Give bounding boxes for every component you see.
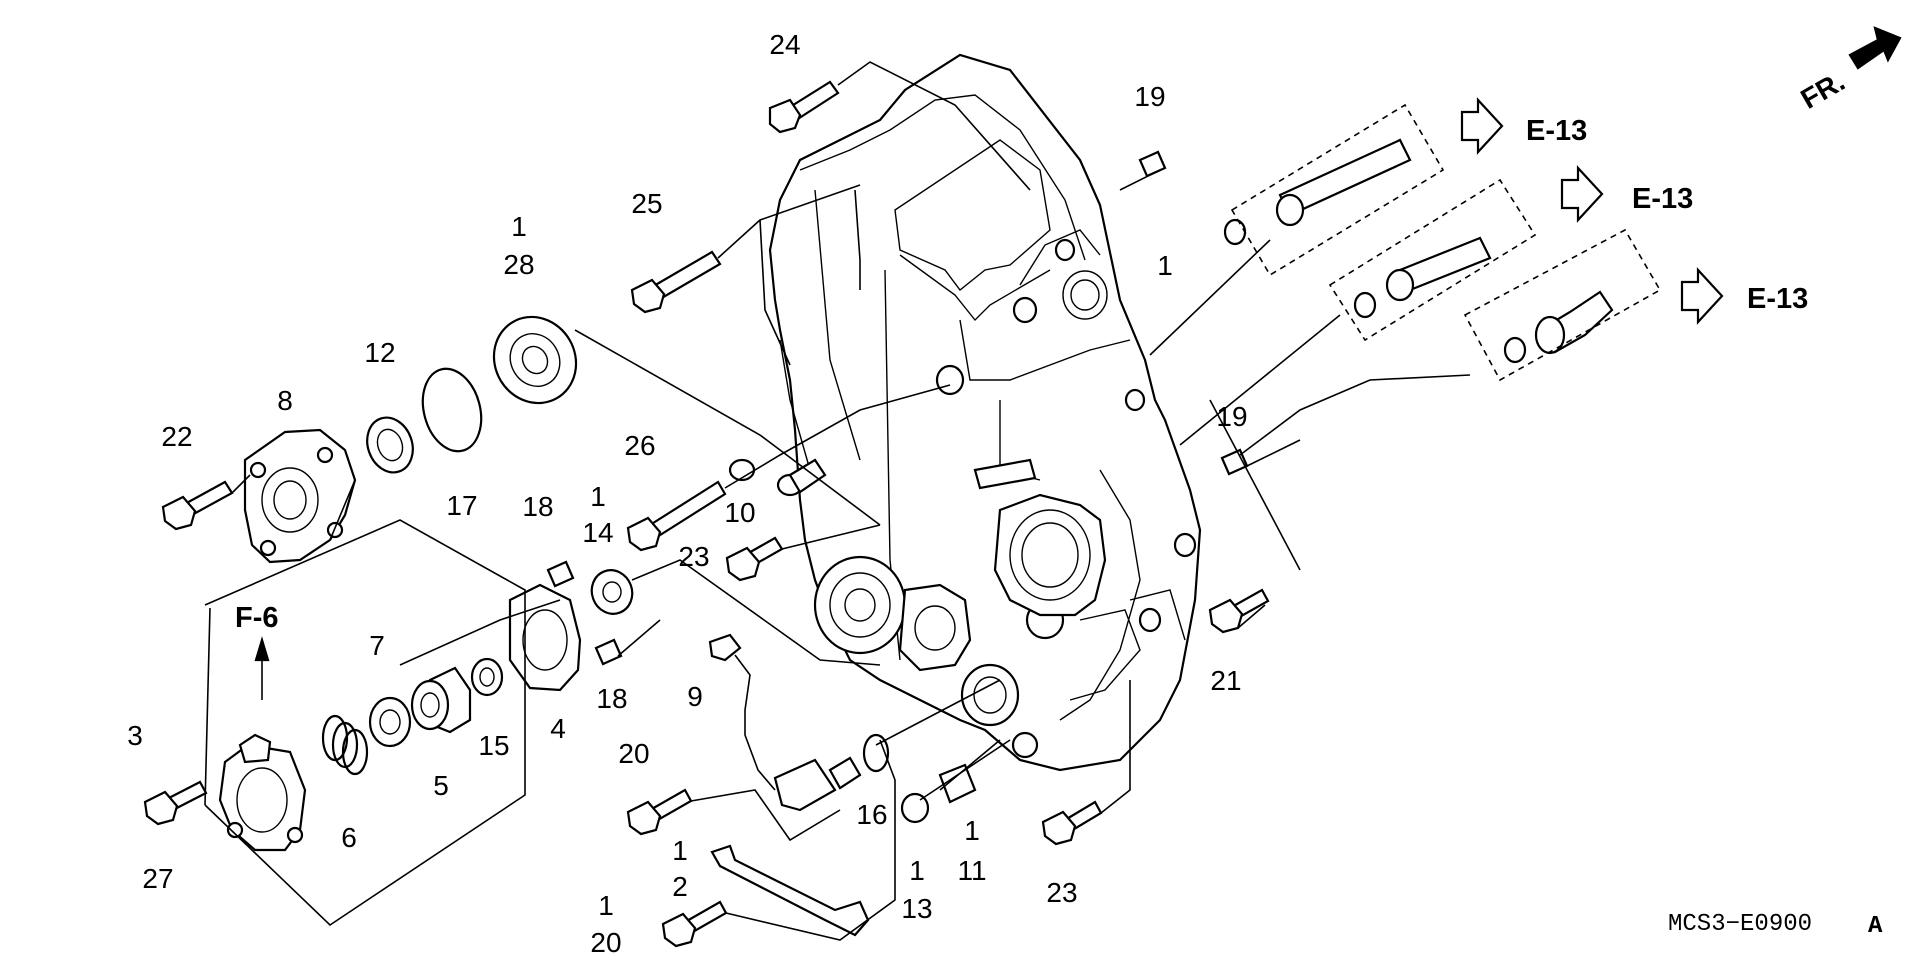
dashed-box-3	[1463, 228, 1662, 382]
part-labels: 24 19 25 1 28 12 8 22 17 26 10 1 14 23 1…	[127, 29, 1247, 958]
label-24: 24	[769, 29, 800, 60]
bolt-23	[725, 536, 784, 582]
dowel-18	[546, 560, 575, 588]
dowel-19	[1138, 150, 1167, 178]
spring-6	[321, 714, 369, 776]
dashed-box-2	[1328, 178, 1537, 342]
bolt-21	[1208, 588, 1270, 634]
label-9: 9	[687, 681, 703, 712]
label-13: 13	[901, 893, 932, 924]
bearing-14	[590, 569, 634, 615]
label-25: 25	[631, 188, 662, 219]
label-6: 6	[341, 822, 357, 853]
ref-e13-1: E-13	[1526, 115, 1587, 147]
bolt-22	[161, 480, 234, 531]
arrow-right-icon	[1460, 97, 1504, 155]
label-21: 21	[1210, 665, 1241, 696]
label-1c: 1	[964, 815, 980, 846]
diagram-code: MCS3−E0900	[1668, 911, 1812, 938]
oring-17	[421, 367, 483, 453]
case-cover	[768, 53, 1202, 772]
leader-lines	[204, 61, 1471, 941]
label-20b: 20	[590, 927, 621, 958]
bracket-2	[710, 844, 870, 937]
label-3: 3	[127, 720, 143, 751]
ref-f6: F-6	[235, 602, 279, 634]
label-17: 17	[446, 490, 477, 521]
label-12: 12	[364, 337, 395, 368]
label-5: 5	[433, 770, 449, 801]
oil-part-c	[1503, 290, 1614, 364]
dowel-18-b	[594, 638, 623, 666]
label-1b: 1	[590, 481, 606, 512]
bearing-28	[492, 315, 578, 405]
label-2: 2	[672, 871, 688, 902]
label-23: 23	[678, 541, 709, 572]
label-1d: 1	[909, 855, 925, 886]
label-4: 4	[550, 713, 566, 744]
label-23b: 23	[1046, 877, 1077, 908]
label-1g: 1	[1157, 250, 1173, 281]
label-18b: 18	[596, 683, 627, 714]
collar-11	[938, 763, 977, 804]
label-11: 11	[957, 855, 986, 886]
front-label: FR.	[1795, 65, 1850, 114]
diagram-code-suffix: A	[1868, 913, 1883, 940]
oil-part-a	[1223, 138, 1412, 246]
label-10: 10	[724, 497, 755, 528]
bolt-20	[626, 788, 693, 836]
cover-3	[218, 733, 307, 852]
bolt-26	[626, 480, 727, 552]
label-28: 28	[503, 249, 534, 280]
label-26: 26	[624, 430, 655, 461]
label-16: 16	[856, 799, 887, 830]
label-1: 1	[511, 211, 527, 242]
front-arrow-icon	[1848, 26, 1902, 70]
seal-12	[366, 416, 414, 474]
label-8: 8	[277, 385, 293, 416]
label-1e: 1	[672, 835, 688, 866]
bolt-25	[630, 250, 722, 314]
seal-15	[470, 657, 504, 697]
label-7: 7	[369, 630, 385, 661]
arrow-right-icon-3	[1680, 267, 1724, 325]
bolt-27	[143, 780, 208, 826]
bolt-23-lower	[1041, 800, 1103, 846]
ref-e13-3: E-13	[1747, 283, 1808, 315]
bolt-24	[768, 80, 840, 134]
label-27: 27	[142, 863, 173, 894]
label-15: 15	[478, 730, 509, 761]
label-18: 18	[522, 491, 553, 522]
label-19: 19	[1134, 81, 1165, 112]
bolt-20-lower	[661, 900, 728, 948]
label-22: 22	[161, 421, 192, 452]
dashed-box-1	[1230, 103, 1445, 277]
gear-7	[368, 696, 412, 748]
label-14: 14	[582, 517, 613, 548]
seal-16	[862, 733, 890, 773]
label-19b: 19	[1216, 401, 1247, 432]
ref-e13-2: E-13	[1632, 183, 1693, 215]
arrow-right-icon-2	[1560, 165, 1604, 223]
washer-13	[900, 792, 930, 824]
rotor-5	[410, 666, 472, 734]
label-1f: 1	[598, 890, 614, 921]
label-20: 20	[618, 738, 649, 769]
gasket-4	[508, 583, 582, 692]
oil-part-b	[1353, 236, 1492, 319]
sensor-9	[708, 633, 862, 812]
housing-8	[243, 428, 357, 564]
